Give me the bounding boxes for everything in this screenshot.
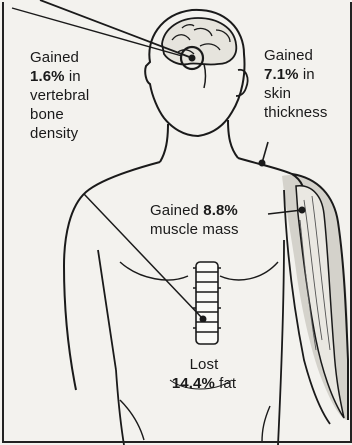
skin-value-line: 7.1% in: [264, 65, 327, 84]
bone-line4: bone: [30, 105, 89, 124]
muscle-prefix: Gained: [150, 202, 203, 219]
skin-line3: skin: [264, 84, 327, 103]
muscle-value: 8.8%: [203, 202, 238, 219]
fat-suffix: fat: [215, 375, 236, 392]
pointer-skin: [262, 142, 268, 163]
fat-label: Lost 14.4% fat: [164, 355, 244, 393]
bone-value-line: 1.6% in: [30, 67, 89, 86]
ear-outline: [236, 70, 248, 96]
skin-value: 7.1%: [264, 66, 299, 83]
bone-density-label: Gained 1.6% in vertebral bone density: [30, 48, 89, 143]
torso-right: [278, 240, 284, 445]
left-armpit: [98, 250, 116, 370]
skin-line1: Gained: [264, 46, 327, 65]
skin-thickness-label: Gained 7.1% in skin thickness: [264, 46, 327, 122]
fat-value-line: 14.4% fat: [164, 374, 244, 393]
bone-line3: vertebral: [30, 86, 89, 105]
skin-line4: thickness: [264, 103, 327, 122]
spine-column: [193, 262, 221, 344]
muscle-mass-label: Gained 8.8% muscle mass: [150, 201, 239, 239]
neck-left: [160, 124, 168, 162]
chest-right: [220, 262, 278, 280]
chest-left: [120, 262, 188, 280]
bone-value: 1.6%: [30, 68, 65, 85]
muscle-value-line: Gained 8.8%: [150, 201, 239, 220]
bone-unit-suffix: in: [65, 68, 81, 85]
fat-line1: Lost: [164, 355, 244, 374]
hip-right: [262, 406, 270, 442]
bone-line5: density: [30, 124, 89, 143]
fat-value: 14.4%: [172, 375, 215, 392]
muscle-line2: muscle mass: [150, 220, 239, 239]
hip-left: [120, 400, 144, 440]
brain-outline: [162, 18, 236, 65]
neck-right: [228, 120, 238, 158]
torso-left: [116, 370, 124, 445]
skin-unit-suffix: in: [299, 66, 315, 83]
brain-stem: [204, 64, 206, 88]
bone-line1: Gained: [30, 48, 89, 67]
